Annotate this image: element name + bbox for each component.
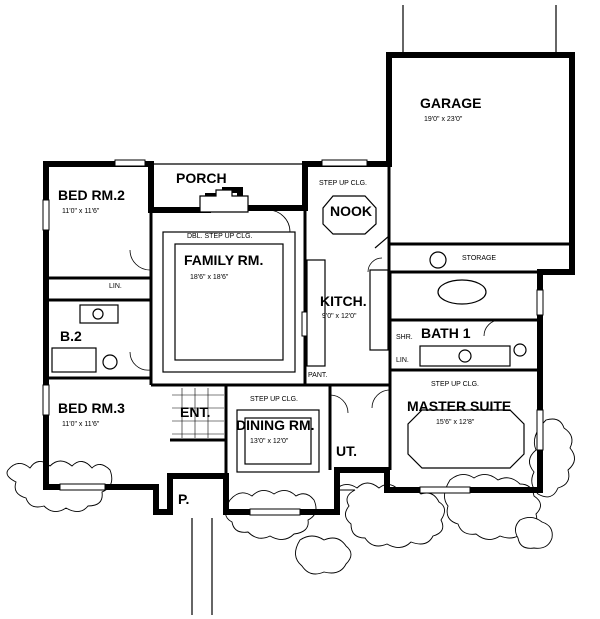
dining-label: DINING RM. <box>236 417 315 433</box>
interior-walls <box>46 55 572 476</box>
bed3-label: BED RM.3 <box>58 400 125 416</box>
family-label: FAMILY RM. <box>184 252 263 268</box>
windows <box>42 159 544 516</box>
dining-dim: 13'0" x 12'0" <box>250 438 289 445</box>
nook-label: NOOK <box>330 203 372 219</box>
lin1-label: LIN. <box>109 283 122 290</box>
master-toilet <box>513 343 527 357</box>
fireplace <box>199 189 249 213</box>
family-dim: 18'6" x 18'6" <box>190 274 229 281</box>
water-heater <box>429 251 447 269</box>
porch-label: PORCH <box>176 170 227 186</box>
door-swings <box>129 209 501 414</box>
landscaping-shrubs <box>6 418 575 575</box>
master-sink <box>458 349 472 363</box>
family-note: DBL. STEP UP CLG. <box>187 233 253 240</box>
bed2-dim: 11'0" x 11'6" <box>62 208 100 215</box>
bed2-label: BED RM.2 <box>58 187 125 203</box>
nook-note: STEP UP CLG. <box>319 180 367 187</box>
p-label: P. <box>178 491 189 507</box>
nook-octagon <box>322 195 377 235</box>
dining-tray-inner <box>244 417 312 465</box>
bath2-sink <box>92 308 104 320</box>
family-tray-outer <box>162 231 296 373</box>
kitch-dim: 9'0" x 12'0" <box>322 313 357 320</box>
master-label: MASTER SUITE <box>407 398 511 414</box>
master-dim: 15'6" x 12'8" <box>436 419 475 426</box>
pant-label: PANT. <box>308 372 327 379</box>
storage-label: STORAGE <box>462 255 496 262</box>
shr-label: SHR. <box>396 334 413 341</box>
lin2-label: LIN. <box>396 357 409 364</box>
bath1-label: BATH 1 <box>421 325 471 341</box>
dining-note: STEP UP CLG. <box>250 396 298 403</box>
garage-dim: 19'0" x 23'0" <box>424 116 463 123</box>
ent-label: ENT. <box>180 404 210 420</box>
garage-door-swing <box>374 235 390 249</box>
master-tub <box>437 279 487 305</box>
kitchen-counter-left <box>306 259 326 367</box>
dining-tray-outer <box>236 409 320 473</box>
b2-label: B.2 <box>60 328 82 344</box>
kitch-label: KITCH. <box>320 293 367 309</box>
bath2-tub <box>51 347 97 373</box>
bath2-toilet <box>102 354 118 370</box>
master-tray <box>407 409 525 469</box>
bed3-dim: 11'0" x 11'6" <box>62 421 100 428</box>
kitchen-counter-right <box>369 269 389 351</box>
entry-tile <box>172 388 224 438</box>
master-note: STEP UP CLG. <box>431 381 479 388</box>
family-tray-inner <box>174 243 284 361</box>
garage-label: GARAGE <box>420 95 481 111</box>
ut-label: UT. <box>336 443 357 459</box>
